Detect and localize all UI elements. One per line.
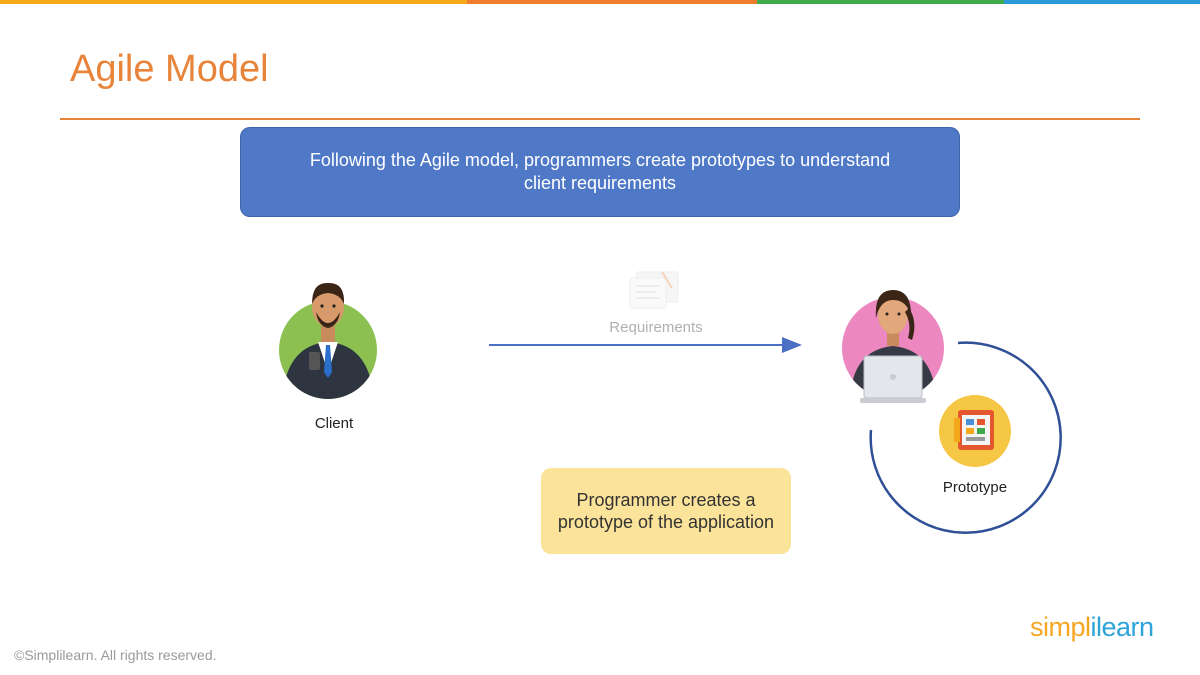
description-banner: Following the Agile model, programmers c…: [240, 127, 960, 217]
requirements-label: Requirements: [609, 319, 703, 336]
prototype-label: Prototype: [942, 479, 1008, 496]
simplilearn-logo: simplilearn: [1030, 612, 1154, 643]
client-label: Client: [314, 415, 354, 432]
title-divider: [60, 118, 1140, 120]
prototype-icon: [939, 395, 1011, 467]
banner-text: Following the Agile model, programmers c…: [309, 150, 891, 193]
copyright-footer: ©Simplilearn. All rights reserved.: [14, 647, 217, 663]
logo-part-1: simpl: [1030, 612, 1091, 642]
programmer-avatar-icon: [842, 290, 944, 403]
document-icon: [629, 271, 679, 309]
logo-part-2: ilearn: [1090, 612, 1155, 642]
note-text: Programmer creates a prototype of the ap…: [557, 490, 775, 532]
cycle-arc: [869, 341, 1062, 534]
programmer-note: Programmer creates a prototype of the ap…: [541, 468, 791, 554]
client-avatar-icon: [279, 282, 377, 399]
top-color-bar: [0, 0, 1200, 4]
slide-title: Agile Model: [70, 48, 269, 90]
